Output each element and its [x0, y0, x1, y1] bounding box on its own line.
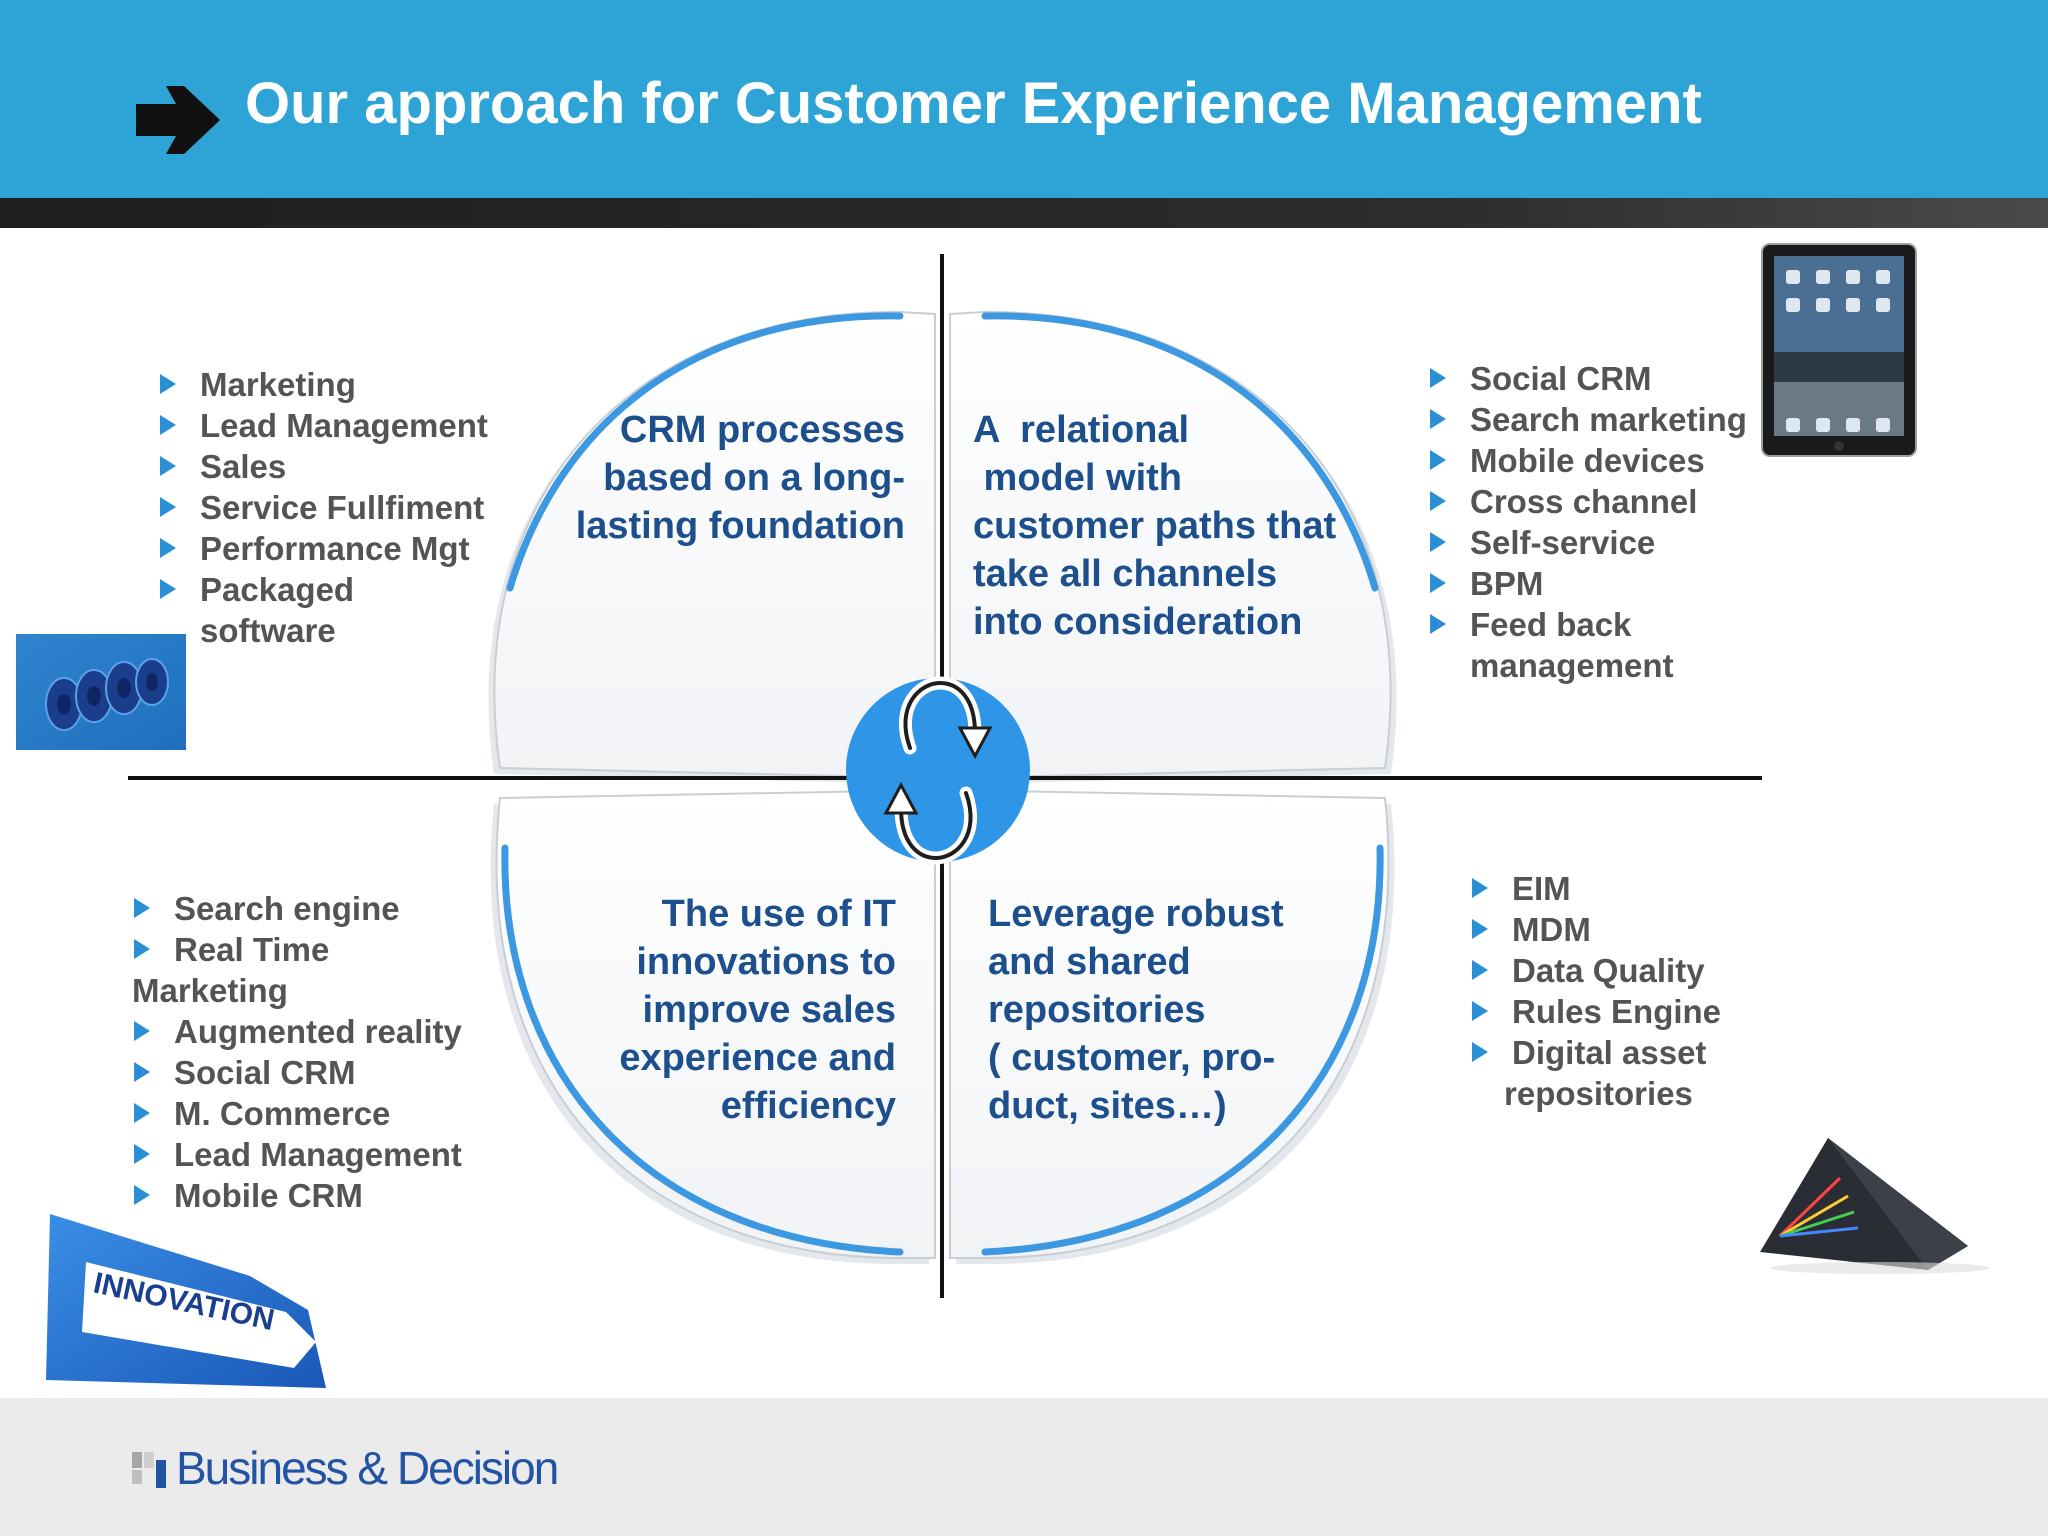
list-item: Mobile devices: [1428, 440, 1747, 481]
quadrant-line: Leverage robust: [988, 893, 1284, 935]
quadrant-line: experience and: [619, 1037, 896, 1079]
list-item: Service Fullfiment: [158, 487, 488, 528]
list-item: Search engine: [132, 888, 462, 929]
business-decision-logo-icon: [132, 1452, 166, 1488]
quadrant-text-top-right: A relational model with customer paths t…: [973, 406, 1373, 646]
quadrant-diagram: CRM processes based on a long- lasting f…: [0, 228, 2048, 1398]
list-item-continuation: management: [1470, 647, 1674, 684]
quadrant-line: A relational: [973, 409, 1190, 451]
list-item: Cross channel: [1428, 481, 1747, 522]
quadrant-line: based on a long-: [603, 457, 905, 499]
list-item: Performance Mgt: [158, 528, 488, 569]
quadrant-text-bottom-left: The use of IT innovations to improve sal…: [560, 890, 896, 1130]
title-bar: [0, 0, 2048, 198]
list-top-right: Social CRM Search marketing Mobile devic…: [1428, 358, 1747, 686]
list-item: Lead Management: [158, 405, 488, 446]
quadrant-line: CRM processes: [619, 409, 905, 451]
list-item: Digital asset: [1470, 1032, 1721, 1073]
quadrant-line: model with: [973, 457, 1182, 499]
list-item: M. Commerce: [132, 1093, 462, 1134]
quadrant-line: take all channels: [973, 553, 1278, 595]
list-item: Rules Engine: [1470, 991, 1721, 1032]
right-arrow-icon: [136, 86, 220, 154]
innovation-sign-image: INNOVATION: [46, 1214, 326, 1388]
company-logo: Business & Decision: [132, 1438, 559, 1498]
list-item: BPM: [1428, 563, 1747, 604]
list-item-continuation: repositories: [1504, 1075, 1693, 1112]
quadrant-line: lasting foundation: [575, 505, 905, 547]
list-item: Packaged: [158, 569, 488, 610]
quadrant-line: duct, sites…): [988, 1085, 1227, 1127]
list-item: Self-service: [1428, 522, 1747, 563]
list-top-left: Marketing Lead Management Sales Service …: [158, 364, 488, 651]
list-item: Sales: [158, 446, 488, 487]
quadrant-line: The use of IT: [661, 893, 896, 935]
list-item: Marketing: [158, 364, 488, 405]
petal-bottom-right: [949, 788, 1390, 1259]
quadrant-line: into consideration: [973, 601, 1303, 643]
quadrant-line: customer paths that: [973, 505, 1337, 547]
list-item: Feed back: [1428, 604, 1747, 645]
refresh-cycle-icon: [846, 676, 1030, 865]
quadrant-text-top-left: CRM processes based on a long- lasting f…: [500, 406, 905, 550]
list-bottom-left: Search engine Real Time Marketing Augmen…: [132, 888, 462, 1216]
quadrant-line: efficiency: [720, 1085, 896, 1127]
tablet-image: [1761, 243, 1917, 457]
quadrant-line: innovations to: [636, 941, 896, 983]
quadrant-line: ( customer, pro-: [988, 1037, 1276, 1079]
page-title: Our approach for Customer Experience Man…: [245, 71, 1702, 136]
list-item: EIM: [1470, 868, 1721, 909]
list-item: MDM: [1470, 909, 1721, 950]
list-bottom-right: EIM MDM Data Quality Rules Engine Digita…: [1470, 868, 1721, 1114]
gears-image: [16, 634, 186, 750]
quadrant-line: improve sales: [642, 989, 896, 1031]
prism-image: [1760, 1138, 1990, 1274]
list-item: Social CRM: [1428, 358, 1747, 399]
quadrant-line: and shared: [988, 941, 1191, 983]
list-item: Search marketing: [1428, 399, 1747, 440]
list-item: Lead Management: [132, 1134, 462, 1175]
company-logo-text: Business & Decision: [176, 1442, 559, 1494]
list-item: Augmented reality: [132, 1011, 462, 1052]
quadrant-line: repositories: [988, 989, 1206, 1031]
list-item: Data Quality: [1470, 950, 1721, 991]
title-bar-shadow: [0, 198, 2048, 228]
list-item: Mobile CRM: [132, 1175, 462, 1216]
list-item-continuation: software: [200, 612, 336, 649]
list-item: Real Time: [132, 929, 462, 970]
petal-bottom-left: [495, 788, 936, 1259]
quadrant-petals: [128, 254, 1762, 1298]
footer-bar: [0, 1398, 2048, 1536]
list-item: Social CRM: [132, 1052, 462, 1093]
list-item-continuation: Marketing: [132, 972, 288, 1009]
quadrant-text-bottom-right: Leverage robust and shared repositories …: [988, 890, 1348, 1130]
